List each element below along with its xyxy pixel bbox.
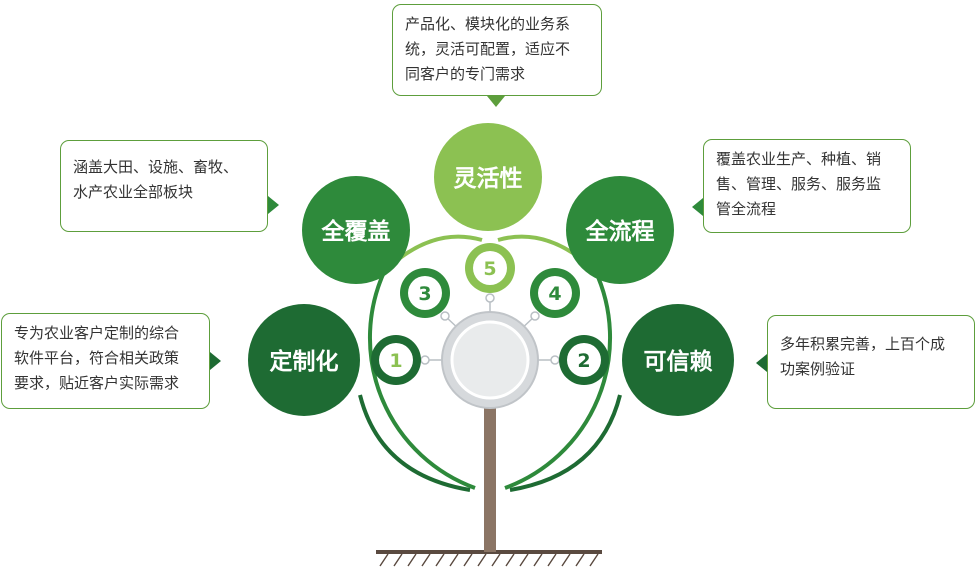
- callout-bl-line-1: 专为农业客户定制的综合: [14, 324, 180, 342]
- badge-5: 5: [465, 243, 515, 293]
- ground-hatch: [379, 553, 599, 567]
- callout-bottom-left: 专为农业客户定制的综合 软件平台，符合相关政策 要求，贴近客户实际需求: [1, 313, 221, 409]
- callout-bottom-right: 多年积累完善，上百个成 功案例验证: [756, 315, 975, 409]
- node-bl-label: 定制化: [270, 348, 339, 375]
- callout-left: 涵盖大田、设施、畜牧、 水产农业全部板块: [60, 140, 279, 232]
- badge-1: 1: [371, 335, 421, 385]
- node-bottom-left: 定制化: [248, 304, 360, 416]
- callout-left-pointer: [268, 196, 279, 214]
- callout-bl-line-2: 软件平台，符合相关政策: [14, 349, 180, 367]
- node-right-label: 全流程: [585, 218, 655, 245]
- callout-top: 产品化、模块化的业务系 统，灵活可配置，适应不 同客户的专门需求: [392, 4, 602, 107]
- callout-right-line-1: 覆盖农业生产、种植、销: [716, 150, 882, 168]
- callout-br-line-2: 功案例验证: [780, 360, 856, 378]
- callout-br-line-1: 多年积累完善，上百个成: [780, 335, 946, 353]
- callout-top-line-2: 统，灵活可配置，适应不: [405, 40, 571, 58]
- callout-right-line-3: 管全流程: [716, 200, 777, 218]
- node-bottom-right: 可信赖: [622, 304, 734, 416]
- connector-dots: [420, 293, 560, 365]
- node-left: 全覆盖: [302, 176, 410, 284]
- callout-right-pointer: [692, 198, 703, 216]
- callout-right-line-2: 售、管理、服务、服务监: [716, 175, 882, 193]
- node-br-label: 可信赖: [644, 348, 713, 375]
- tree-trunk: [484, 380, 496, 552]
- callout-top-line-3: 同客户的专门需求: [405, 65, 526, 83]
- badge-4: 4: [530, 268, 580, 318]
- callout-bl-pointer: [210, 352, 221, 370]
- callout-top-line-1: 产品化、模块化的业务系: [405, 15, 571, 33]
- badge-2-number: 2: [577, 350, 590, 372]
- node-top: 灵活性: [434, 123, 542, 231]
- arc-bottom-right: [509, 394, 622, 492]
- callout-left-line-2: 水产农业全部板块: [73, 183, 194, 201]
- badge-5-number: 5: [483, 258, 496, 280]
- shoulder-left: [398, 234, 483, 260]
- badge-3: 3: [400, 268, 450, 318]
- center-hub-inner: [450, 320, 530, 400]
- node-top-label: 灵活性: [454, 166, 523, 192]
- callout-right: 覆盖农业生产、种植、销 售、管理、服务、服务监 管全流程: [692, 139, 911, 233]
- callout-bl-line-3: 要求，贴近客户实际需求: [14, 374, 180, 392]
- badge-3-number: 3: [418, 283, 431, 305]
- callout-left-line-1: 涵盖大田、设施、畜牧、: [73, 158, 239, 176]
- callout-top-pointer: [487, 96, 505, 107]
- arc-right: [504, 269, 613, 490]
- callout-br-pointer: [756, 354, 767, 372]
- arc-left: [367, 269, 476, 490]
- arc-bottom-left: [358, 394, 471, 492]
- node-right: 全流程: [566, 176, 674, 284]
- node-left-label: 全覆盖: [321, 218, 391, 245]
- badge-4-number: 4: [548, 283, 561, 305]
- badge-2: 2: [559, 335, 609, 385]
- badge-1-number: 1: [389, 350, 402, 372]
